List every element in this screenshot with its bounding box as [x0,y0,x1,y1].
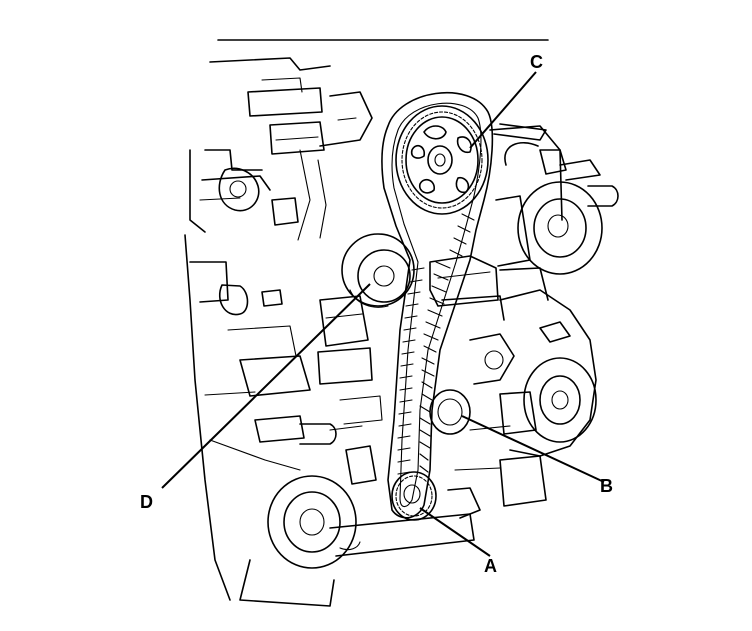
label-c: C [530,52,543,72]
callouts: C D B A [140,52,613,576]
engine-block [184,39,549,607]
leader-line-d [161,283,371,489]
idler-pulley [429,389,471,435]
leader-line-a [419,507,491,557]
power-steering-pump [489,125,619,301]
leader-line-b [461,415,605,483]
tensioner-pulley [341,233,415,308]
label-d: D [140,492,153,512]
crankshaft-pulley [391,471,437,521]
leader-line-c [469,71,537,149]
label-b: B [600,476,613,496]
label-a: A [484,556,497,576]
camshaft-pulley [395,105,547,307]
